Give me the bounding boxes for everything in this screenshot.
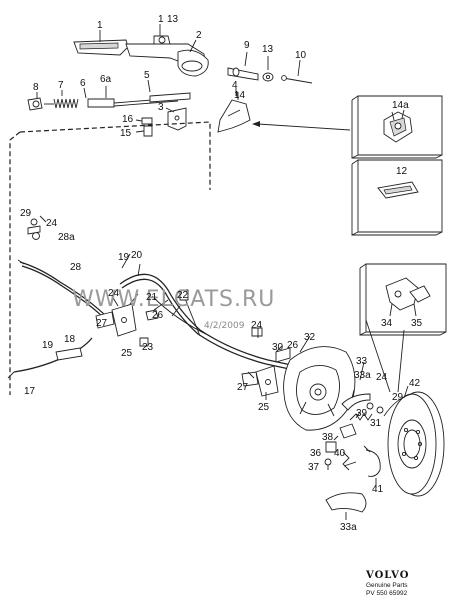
- brake-shoe-33a-top: [341, 389, 371, 411]
- cable-to-right: [119, 273, 297, 371]
- callout-7: 7: [58, 80, 64, 91]
- leader-lines: [39, 215, 409, 467]
- clip-29-24-28a: [27, 218, 41, 240]
- spring-39-31: [339, 402, 384, 439]
- callout-42: 42: [409, 378, 421, 389]
- callout-33a: 33a: [340, 522, 357, 533]
- callout-34: 34: [381, 318, 393, 329]
- adjuster-assembly: [27, 79, 191, 111]
- footer-line-2: PV 550 65992: [366, 590, 408, 597]
- pivot-pin: [227, 51, 313, 84]
- callout-19: 19: [118, 252, 130, 263]
- callout-22: 22: [177, 290, 189, 301]
- inset-34-35: [359, 263, 447, 393]
- callout-23: 23: [142, 342, 154, 353]
- callout-25: 25: [258, 402, 270, 413]
- brake-shoe-33a-bottom: [325, 492, 367, 520]
- callout-20: 20: [131, 250, 143, 261]
- callout-32: 32: [304, 332, 316, 343]
- callout-labels: 1 1 13 2 9 13 10 8 7 6 6a 5 3 16 15 4 14…: [20, 14, 423, 533]
- callout-37: 37: [308, 462, 320, 473]
- callout-15: 15: [120, 128, 132, 139]
- return-spring-41: [363, 445, 381, 488]
- callout-30: 30: [272, 342, 284, 353]
- callout-33: 33: [356, 356, 368, 367]
- callout-16: 16: [122, 114, 134, 125]
- inset-12: [351, 159, 443, 236]
- callout-14: 14: [234, 90, 246, 101]
- callout-39: 39: [356, 408, 368, 419]
- volvo-footer: VOLVO Genuine Parts PV 550 65992: [365, 570, 409, 597]
- callout-33a: 33a: [354, 370, 371, 381]
- callout-24: 24: [46, 218, 58, 229]
- callout-40: 40: [334, 448, 346, 459]
- callout-29: 29: [392, 392, 404, 403]
- callout-8: 8: [33, 82, 39, 93]
- callout-13: 13: [262, 44, 274, 55]
- handbrake-lever: [73, 24, 209, 77]
- callout-13: 13: [167, 14, 179, 25]
- callout-9: 9: [244, 40, 250, 51]
- callout-41: 41: [372, 484, 384, 495]
- callout-14a: 14a: [392, 100, 409, 111]
- cable-28: [17, 259, 109, 321]
- callout-19: 19: [42, 340, 54, 351]
- callout-6a: 6a: [100, 74, 112, 85]
- callout-25: 25: [121, 348, 133, 359]
- callout-1: 1: [158, 14, 164, 25]
- callout-18: 18: [64, 334, 76, 345]
- callout-35: 35: [411, 318, 423, 329]
- inset-14a: [351, 95, 443, 159]
- callout-27: 27: [96, 318, 108, 329]
- callout-24: 24: [251, 320, 263, 331]
- callout-28a: 28a: [58, 232, 75, 243]
- callout-1: 1: [97, 20, 103, 31]
- callout-29: 29: [20, 208, 32, 219]
- backing-plate-32: [283, 346, 356, 431]
- dashed-boundary: [9, 121, 211, 395]
- bracket-25-right: [241, 327, 291, 397]
- callout-27: 27: [237, 382, 249, 393]
- date-stamp: 4/2/2009: [204, 321, 245, 331]
- brake-disc-42: [383, 391, 445, 497]
- callout-2: 2: [196, 30, 202, 41]
- brand-logo: VOLVO: [365, 570, 409, 581]
- callout-3: 3: [158, 102, 164, 113]
- callout-4: 4: [232, 80, 238, 91]
- callout-38: 38: [322, 432, 334, 443]
- callout-28: 28: [70, 262, 82, 273]
- callout-26: 26: [287, 340, 299, 351]
- pin-36-37-38-40: [324, 441, 350, 471]
- callout-26: 26: [152, 310, 164, 321]
- watermark: WWW.ELCATS.RU: [72, 287, 275, 312]
- callout-24: 24: [376, 372, 388, 383]
- footer-line-1: Genuine Parts: [366, 582, 408, 589]
- cable-17-19: [7, 337, 93, 379]
- callout-5: 5: [144, 70, 150, 81]
- callout-17: 17: [24, 386, 36, 397]
- callout-31: 31: [370, 418, 382, 429]
- callout-21: 21: [146, 292, 158, 303]
- bracket-25-left: [95, 303, 159, 347]
- callout-6: 6: [80, 78, 86, 89]
- lever-clip-14: [217, 88, 251, 133]
- callout-12: 12: [396, 166, 408, 177]
- callout-24: 24: [108, 288, 120, 299]
- leader-to-inset: [252, 121, 351, 131]
- callout-36: 36: [310, 448, 322, 459]
- callout-10: 10: [295, 50, 307, 61]
